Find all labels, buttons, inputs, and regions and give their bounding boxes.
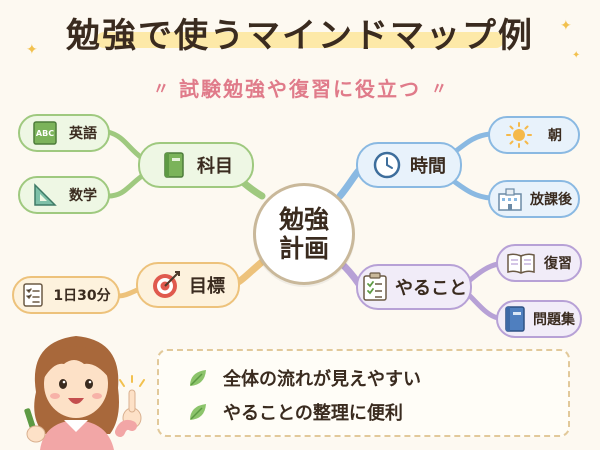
title-highlight [96, 32, 504, 48]
green-book-icon [164, 152, 184, 178]
link-subjects-english [105, 129, 145, 161]
sparkle-icon: ✦ [572, 50, 581, 61]
workbook-icon [505, 306, 525, 332]
branch-todo-label: やること [395, 278, 467, 299]
leaf-morning: 朝 [488, 116, 580, 154]
leaf-review-label: 復習 [544, 256, 572, 272]
leaf-icon [190, 370, 206, 386]
link-subjects-math [105, 173, 145, 199]
leaf-english: ABC 英語 [18, 114, 110, 152]
accent-marks-right-icon: 〃 [431, 79, 448, 98]
leaf-math: 数学 [18, 176, 110, 214]
leaf-afterschool: 放課後 [488, 180, 580, 218]
note-item: やることの整理に便利 [187, 399, 403, 425]
checklist-icon [23, 283, 44, 307]
branch-goal: 目標 [136, 262, 240, 308]
subtitle-row: 〃 試験勉強や復習に役立つ 〃 [130, 70, 470, 104]
leaf-workbook-label: 問題集 [533, 312, 575, 328]
sun-icon [506, 122, 532, 148]
leaf-workbook: 問題集 [496, 300, 582, 338]
leaf-math-label: 数学 [69, 188, 97, 204]
sparkle-icon: ✦ [560, 18, 572, 34]
center-node: 勉強 計画 [253, 183, 355, 285]
notes-box: 全体の流れが見えやすい やることの整理に便利 [157, 349, 570, 437]
abc-book-icon: ABC [33, 121, 57, 145]
note-text-2: やることの整理に便利 [223, 403, 403, 424]
branch-time-label: 時間 [410, 156, 446, 177]
target-icon [153, 271, 180, 298]
leaf-icon [190, 404, 206, 420]
branch-subjects-label: 科目 [197, 156, 233, 177]
leaf-afterschool-label: 放課後 [530, 192, 572, 208]
sparkle-icon: ✦ [26, 42, 38, 58]
note-text-1: 全体の流れが見えやすい [223, 369, 421, 390]
clock-icon [373, 151, 401, 179]
branch-subjects: 科目 [138, 142, 254, 188]
branch-time: 時間 [356, 142, 462, 188]
note-item: 全体の流れが見えやすい [187, 365, 421, 391]
clipboard-icon [363, 272, 387, 301]
subtitle: 試験勉強や復習に役立つ [179, 76, 421, 101]
page-title: 勉強で使うマインドマップ例 [66, 16, 534, 56]
center-line-1: 勉強 [278, 204, 329, 234]
leaf-review: 復習 [496, 244, 582, 282]
leaf-morning-label: 朝 [548, 128, 562, 144]
leaf-daily-label: 1日30分 [53, 288, 111, 304]
accent-marks-left-icon: 〃 [152, 79, 169, 98]
center-line-2: 計画 [278, 234, 329, 263]
school-icon [498, 188, 522, 211]
abc-book-icon-text: ABC [36, 129, 54, 138]
leaf-daily: 1日30分 [12, 276, 120, 314]
leaf-english-label: 英語 [69, 126, 97, 142]
open-book-icon [507, 253, 535, 274]
link-todo-workbook [467, 293, 501, 321]
triangle-ruler-icon [34, 183, 57, 206]
branch-todo: やること [356, 264, 472, 310]
link-todo-review [467, 261, 501, 283]
student-illustration [24, 336, 145, 450]
branch-goal-label: 目標 [189, 276, 225, 297]
